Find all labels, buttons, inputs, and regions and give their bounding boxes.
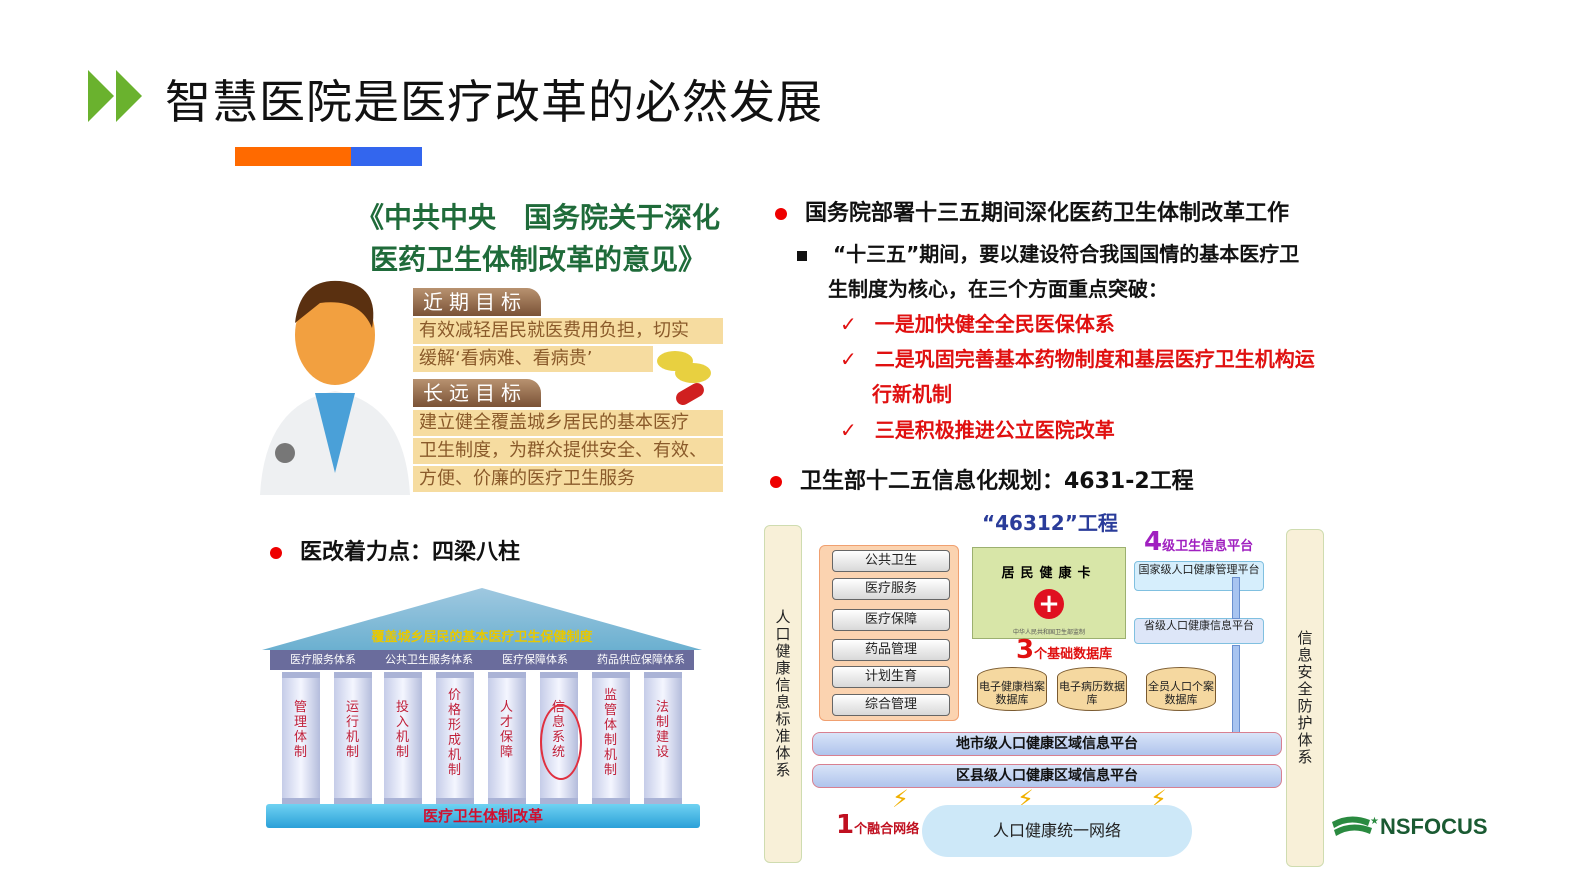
four-beams-eight-pillars-diagram: 覆盖城乡居民的基本医疗卫生保健制度 医疗服务体系 公共卫生服务体系 医疗保障体系 药品… (262, 588, 702, 832)
logo-text: NSFOCUS (1380, 814, 1488, 839)
menu-item: 公共卫生 (832, 550, 950, 572)
doc-title: 《中共中央 国务院关于深化医药卫生体制改革的意见》 (355, 201, 720, 276)
near-term-line: 有效减轻居民就医费用负担，切实 (413, 318, 723, 344)
check-icon: ✓ (840, 418, 857, 442)
double-arrow-icon (1232, 645, 1240, 733)
pillar: 管理体制 (282, 672, 320, 804)
bullet-dot-icon (775, 208, 787, 220)
lightning-icon: ⚡ (892, 785, 909, 813)
pillar: 法制建设 (644, 672, 682, 804)
logo-flag-icon: ★ (1332, 816, 1379, 836)
bullet-dot-icon (770, 476, 782, 488)
check-item: ✓一是加快健全全民医保体系 (840, 312, 1115, 336)
pillar: 投入机制 (384, 672, 422, 804)
double-arrow-icon (1232, 577, 1240, 619)
network-cloud: 人口健康统一网络 (922, 805, 1192, 857)
check-item: ✓三是积极推进公立医院改革 (840, 418, 1115, 442)
check-icon: ✓ (840, 347, 857, 371)
beam-label: 医疗保障体系 (502, 653, 568, 666)
diagram-title: “46312”工程 (982, 511, 1118, 535)
accent-bar-orange (235, 147, 351, 166)
square-bullet-icon (797, 250, 807, 261)
menu-item: 计划生育 (832, 666, 950, 688)
beam-label: 公共卫生服务体系 (385, 653, 473, 666)
db-heading: 3个基础数据库 (1016, 635, 1113, 665)
highlight-circle (540, 704, 582, 780)
level-heading: 4级卫生信息平台 (1144, 527, 1254, 557)
pillar: 人才保障 (488, 672, 526, 804)
pillar: 价格形成机制 (436, 672, 474, 804)
pills-icon (657, 351, 711, 405)
page-title: 智慧医院是医疗改革的必然发展 (165, 75, 823, 129)
accent-bar-blue (351, 147, 422, 166)
menu-item: 医疗服务 (832, 578, 950, 600)
bullet-text: 医改着力点：四梁八柱 (300, 540, 521, 565)
svg-text:★: ★ (1370, 816, 1379, 827)
menu-item: 医疗保障 (832, 609, 950, 631)
database: 电子健康档案数据库 (977, 667, 1047, 711)
red-cross-icon: + (1034, 589, 1064, 619)
bullet-health-ministry: 卫生部十二五信息化规划：4631-2工程 (770, 463, 1194, 495)
temple-beams: 医疗服务体系 公共卫生服务体系 医疗保障体系 药品供应保障体系 (270, 650, 694, 670)
reform-opinion-image: 《中共中央 国务院关于深化医药卫生体制改革的意见》 近期目标 有效减轻居民就医费… (258, 193, 728, 495)
security-bar: 信息安全防护体系 (1286, 529, 1324, 867)
bullet-dot-icon (270, 547, 282, 559)
menu-item: 药品管理 (832, 639, 950, 661)
business-menu: 公共卫生 医疗服务 医疗保障 药品管理 计划生育 综合管理 (819, 545, 959, 721)
bullet-state-council: 国务院部署十三五期间深化医药卫生体制改革工作 (775, 195, 1289, 227)
sub-text: 生制度为核心，在三个方面重点突破： (828, 277, 1168, 301)
long-term-tag: 长远目标 (413, 379, 541, 407)
provincial-platform: 省级人口健康信息平台 (1134, 618, 1264, 644)
standards-bar: 人口健康信息标准体系 (764, 525, 802, 863)
city-platform: 地市级人口健康区域信息平台 (812, 732, 1282, 756)
beam-label: 医疗服务体系 (290, 653, 356, 666)
pillar: 监管体制机制 (592, 672, 630, 804)
roof-label: 覆盖城乡居民的基本医疗卫生保健制度 (371, 630, 593, 645)
nsfocus-logo: ★ NSFOCUS (1330, 812, 1488, 842)
national-platform: 国家级人口健康管理平台 (1134, 561, 1264, 591)
near-term-tag: 近期目标 (413, 288, 541, 316)
sub-text: “十三五”期间，要以建设符合我国国情的基本医疗卫 (833, 242, 1300, 266)
bullet-text: 卫生部十二五信息化规划：4631-2工程 (800, 469, 1194, 494)
sub-bullet: “十三五”期间，要以建设符合我国国情的基本医疗卫 (797, 238, 1299, 267)
temple-base: 医疗卫生体制改革 (266, 804, 700, 828)
database: 电子病历数据库 (1057, 667, 1127, 711)
health-card: 居民健康卡+中华人民共和国卫生部监制 (972, 547, 1126, 639)
doctor-icon (260, 280, 410, 495)
menu-item: 综合管理 (832, 694, 950, 716)
network-heading: 1个融合网络 (836, 810, 920, 840)
bullet-reform-focus: 医改着力点：四梁八柱 (270, 534, 520, 566)
database: 全员人口个案数据库 (1146, 667, 1216, 711)
46312-project-diagram: “46312”工程 人口健康信息标准体系 信息安全防护体系 公共卫生 医疗服务 … (762, 505, 1327, 867)
near-term-line: 缓解‘看病难、看病贵’ (413, 346, 653, 372)
check-icon: ✓ (840, 312, 857, 336)
check-item-cont: 行新机制 (872, 382, 952, 406)
beam-label: 药品供应保障体系 (597, 653, 685, 666)
county-platform: 区县级人口健康区域信息平台 (812, 764, 1282, 788)
bullet-text: 国务院部署十三五期间深化医药卫生体制改革工作 (805, 201, 1290, 226)
pillar: 运行机制 (334, 672, 372, 804)
long-term-line: 卫生制度，为群众提供安全、有效、 (413, 438, 723, 464)
long-term-line: 建立健全覆盖城乡居民的基本医疗 (413, 410, 723, 436)
play-arrows-icon (88, 70, 142, 122)
check-item: ✓二是巩固完善基本药物制度和基层医疗卫生机构运 (840, 347, 1315, 371)
long-term-line: 方便、价廉的医疗卫生服务 (413, 466, 723, 492)
